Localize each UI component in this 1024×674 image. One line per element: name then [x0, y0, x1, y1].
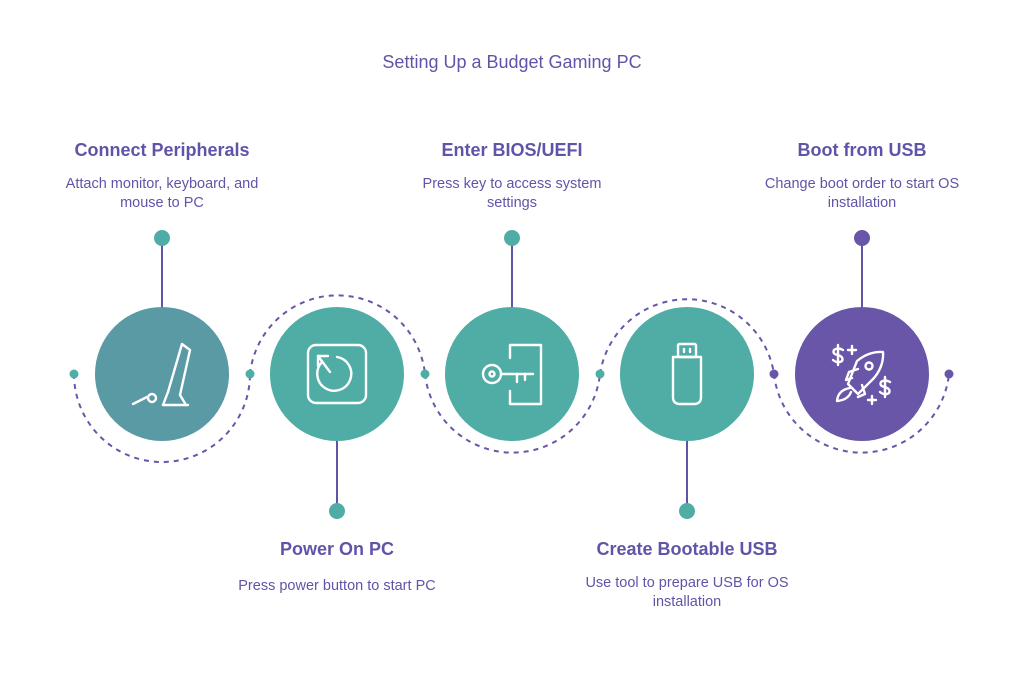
- step-circle-4: [620, 307, 754, 441]
- junction-dot: [245, 369, 255, 379]
- stem-dot-2: [329, 503, 345, 519]
- step-4-description: Use tool to prepare USB for OS installat…: [585, 575, 789, 610]
- step-2-title: Power On PC: [279, 539, 395, 559]
- usb-drive-icon: [671, 342, 703, 406]
- stem-end-dots: [154, 230, 870, 519]
- junction-dot: [69, 369, 79, 379]
- step-1-title: Connect Peripherals: [74, 140, 250, 160]
- dashed-connector-arcs: [73, 294, 950, 463]
- power-button-icon: [306, 343, 368, 405]
- stem-dot-5: [854, 230, 870, 246]
- step-circle-2: [270, 307, 404, 441]
- junction-dots: [69, 369, 954, 379]
- stem-dot-4: [679, 503, 695, 519]
- diagram-title: Setting Up a Budget Gaming PC: [382, 52, 642, 72]
- key-door-icon: [481, 343, 543, 406]
- step-5-title: Boot from USB: [797, 140, 927, 160]
- connector-arc-4: [599, 298, 775, 375]
- step-2-description: Press power button to start PC: [238, 578, 436, 594]
- stem-dot-3: [504, 230, 520, 246]
- step-1-description: Attach monitor, keyboard, and mouse to P…: [65, 176, 259, 211]
- step-circle-1: [95, 307, 229, 441]
- monitor-keyboard-icon: [131, 342, 192, 407]
- step-4-title: Create Bootable USB: [596, 539, 778, 559]
- junction-dot: [420, 369, 430, 379]
- stem-dot-1: [154, 230, 170, 246]
- step-circle-5: [795, 307, 929, 441]
- junction-dot: [769, 369, 779, 379]
- junction-dot: [944, 369, 954, 379]
- junction-dot: [595, 369, 605, 379]
- stems: [161, 238, 863, 511]
- connector-arc-1: [73, 373, 251, 463]
- step-3-title: Enter BIOS/UEFI: [441, 140, 583, 160]
- step-5-description: Change boot order to start OS installati…: [764, 176, 960, 211]
- rocket-launch-icon: [831, 343, 892, 406]
- step-3-description: Press key to access system settings: [422, 176, 602, 211]
